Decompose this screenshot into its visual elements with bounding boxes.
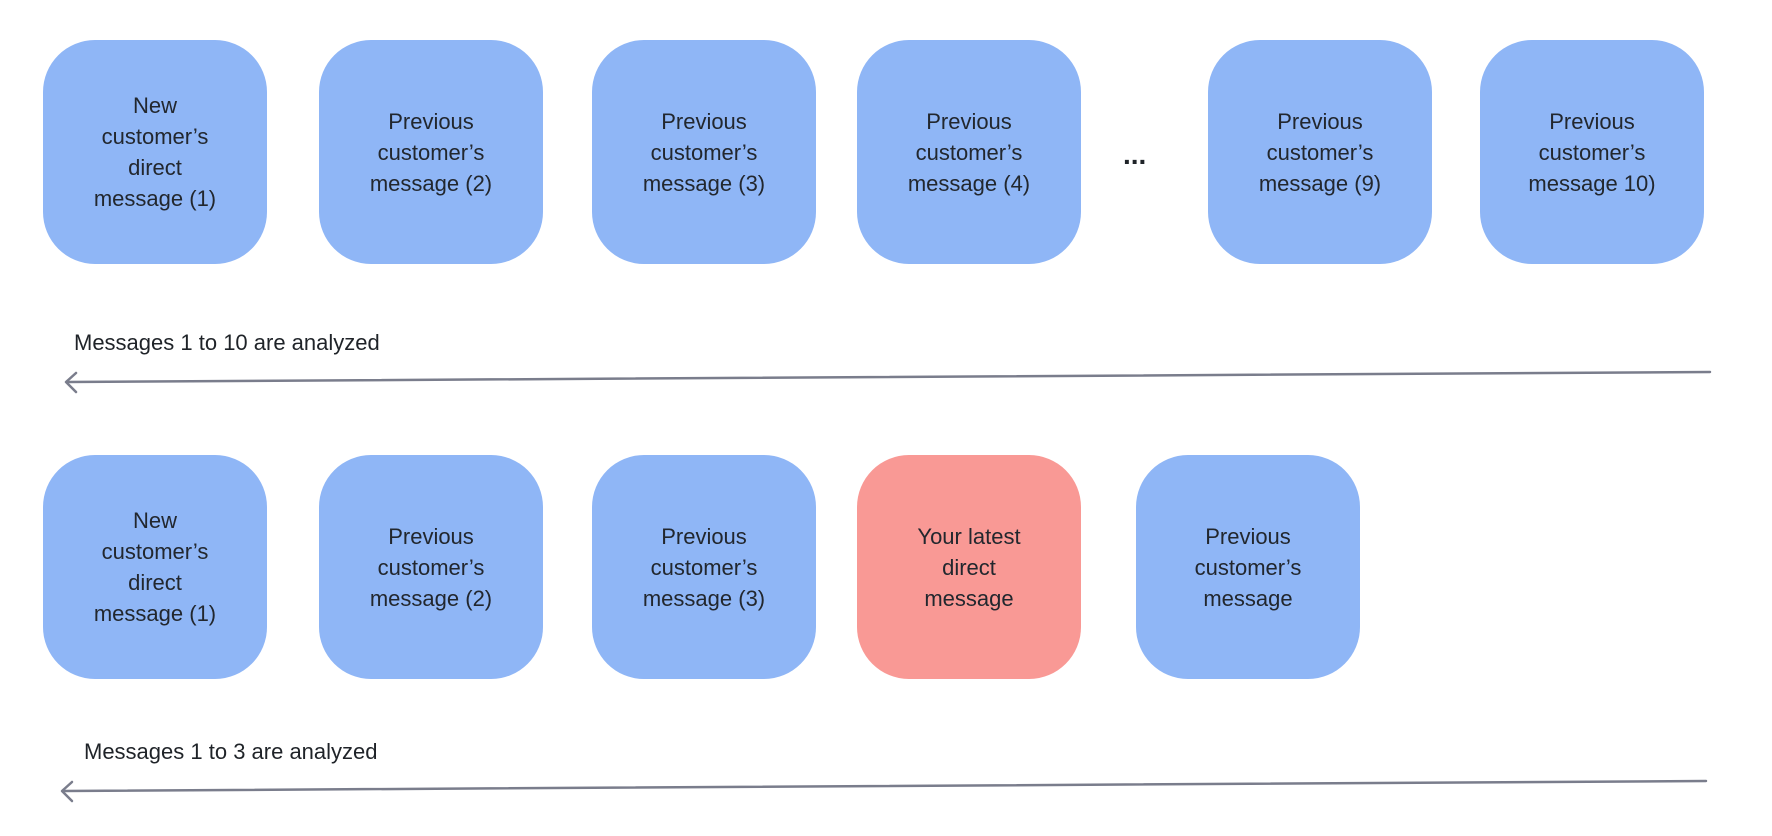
row1-card-3: Previous customer’s message (3)	[592, 40, 816, 264]
row1-card-2: Previous customer’s message (2)	[319, 40, 543, 264]
row1-card-4: Previous customer’s message (4)	[857, 40, 1081, 264]
card-label: Previous customer’s message (3)	[642, 108, 766, 196]
row1-caption: Messages 1 to 10 are analyzed	[74, 330, 380, 355]
row1-card-6: Previous customer’s message 10)	[1480, 40, 1704, 264]
ellipsis: ...	[1123, 139, 1147, 170]
row2-card-5: Previous customer’s message	[1136, 455, 1360, 679]
row2-caption: Messages 1 to 3 are analyzed	[84, 739, 378, 764]
card-label: Previous customer’s message	[1194, 523, 1302, 611]
row2-arrow	[60, 779, 1708, 803]
card-label: New customer’s direct message (1)	[93, 93, 217, 211]
card-label: Previous customer’s message (2)	[369, 108, 493, 196]
card-label: Previous customer’s message (4)	[907, 108, 1031, 196]
card-label: Previous customer’s message (9)	[1258, 108, 1382, 196]
card-label: Your latest direct message	[917, 523, 1021, 611]
row1-card-1: New customer’s direct message (1)	[43, 40, 267, 264]
card-label: Previous customer’s message 10)	[1528, 108, 1656, 196]
card-label: Previous customer’s message (2)	[369, 523, 493, 611]
row2-card-latest: Your latest direct message	[857, 455, 1081, 679]
row2-card-3: Previous customer’s message (3)	[592, 455, 816, 679]
row1-arrow	[64, 370, 1712, 394]
row1-card-5: Previous customer’s message (9)	[1208, 40, 1432, 264]
card-label: New customer’s direct message (1)	[93, 508, 217, 626]
card-label: Previous customer’s message (3)	[642, 523, 766, 611]
row2-card-1: New customer’s direct message (1)	[43, 455, 267, 679]
row2-card-2: Previous customer’s message (2)	[319, 455, 543, 679]
